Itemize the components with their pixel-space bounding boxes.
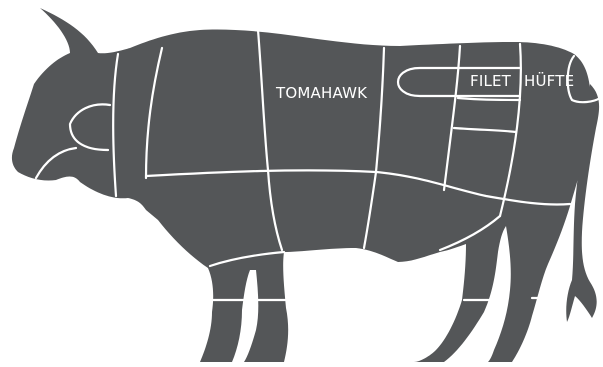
label-filet: FILET bbox=[470, 72, 512, 90]
label-tomahawk: TOMAHAWK bbox=[275, 84, 368, 102]
cow-silhouette bbox=[12, 8, 591, 362]
label-huefte: HÜFTE bbox=[524, 71, 574, 90]
